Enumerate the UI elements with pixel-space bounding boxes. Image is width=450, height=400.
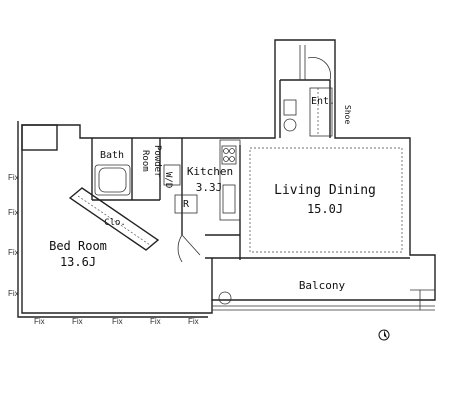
bath-tub — [94, 164, 131, 196]
north-arrow-icon — [378, 329, 390, 341]
kitchen-label: Kitchen — [187, 165, 233, 178]
balcony-label: Balcony — [299, 279, 346, 292]
fix-window-label: Fix — [112, 317, 123, 326]
living-dining-label: Living Dining — [274, 183, 376, 198]
fix-window-label: Fix — [8, 173, 19, 182]
fix-window-label: Fix — [150, 317, 161, 326]
kitchen-area-label: 3.3J — [196, 181, 223, 194]
fix-window-label: Fix — [8, 208, 19, 217]
bedroom-door — [177, 234, 201, 263]
bed-room-area-label: 13.6J — [60, 255, 96, 269]
fix-window-label: Fix — [8, 248, 19, 257]
closet — [68, 187, 160, 251]
fix-window-label: Fix — [8, 289, 19, 298]
refrigerator-label: R — [183, 199, 190, 210]
fix-window-label: Fix — [188, 317, 199, 326]
living-dining-area-label: 15.0J — [307, 202, 343, 216]
shoe-label: Shoe — [343, 105, 352, 124]
powder-room-label-1: Powder — [152, 145, 162, 178]
balcony-rail — [212, 289, 435, 311]
entrance-details — [283, 57, 333, 137]
powder-room-label-2: Room — [140, 150, 150, 172]
interior-walls — [91, 138, 410, 300]
washer-dryer — [163, 164, 181, 186]
bed-room-label: Bed Room — [49, 239, 107, 253]
fix-window-label: Fix — [34, 317, 45, 326]
fix-window-label: Fix — [72, 317, 83, 326]
living-dining-area — [249, 147, 403, 253]
bath-label: Bath — [100, 150, 124, 161]
entrance-label: Ent. — [311, 96, 335, 107]
washer-label: W/D — [163, 172, 173, 188]
closet-label: Clo. — [104, 218, 126, 228]
outer-walls — [17, 39, 436, 318]
